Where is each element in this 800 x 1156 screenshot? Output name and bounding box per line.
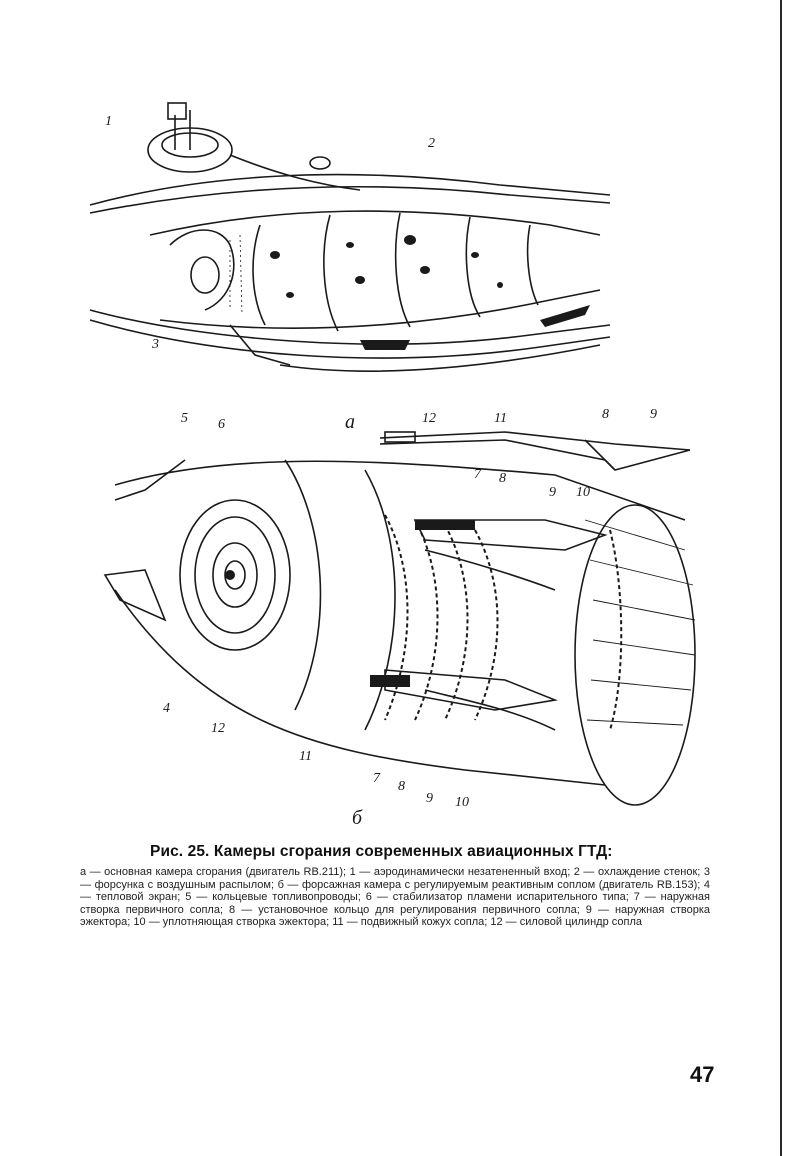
inset-callout-8: 8: [602, 407, 609, 422]
callout-5: 5: [181, 411, 188, 426]
callout-8-bottom: 8: [398, 779, 405, 794]
callout-4: 4: [163, 701, 170, 716]
callout-9-bottom: 9: [426, 791, 433, 806]
callout-8-top: 8: [499, 471, 506, 486]
callout-10-top: 10: [576, 485, 590, 500]
page-number: 47: [690, 1062, 715, 1087]
callout-1: 1: [105, 114, 112, 129]
caption-title: Рис. 25. Камеры сгорания современных ави…: [150, 843, 613, 860]
callout-6: 6: [218, 417, 225, 432]
callout-11: 11: [299, 749, 312, 764]
caption-body: а — основная камера сгорания (двигатель …: [80, 866, 710, 928]
callout-3: 3: [152, 337, 159, 352]
figure-b-afterburner: 12 11 8 9 5 6 7 8 9 10 4 12 11 7 8 9 10: [85, 400, 705, 830]
callout-7-bottom: 7: [373, 771, 380, 786]
callout-2: 2: [428, 136, 435, 151]
figure-a-drawing: [89, 102, 611, 372]
figure-a-sub-label: а: [345, 411, 355, 433]
inset-callout-11: 11: [494, 411, 507, 426]
figure-b-drawing: [103, 431, 696, 806]
figure-a-combustion-chamber: 1 2 3: [80, 95, 620, 395]
inset-callout-12: 12: [422, 411, 436, 426]
callout-10-bottom: 10: [455, 795, 469, 810]
figure-b-sub-label: б: [352, 807, 363, 829]
page-edge-line: [780, 0, 782, 1156]
inset-callout-9: 9: [650, 407, 657, 422]
callout-9-top: 9: [549, 485, 556, 500]
callout-7-top: 7: [474, 467, 481, 482]
callout-12: 12: [211, 721, 225, 736]
